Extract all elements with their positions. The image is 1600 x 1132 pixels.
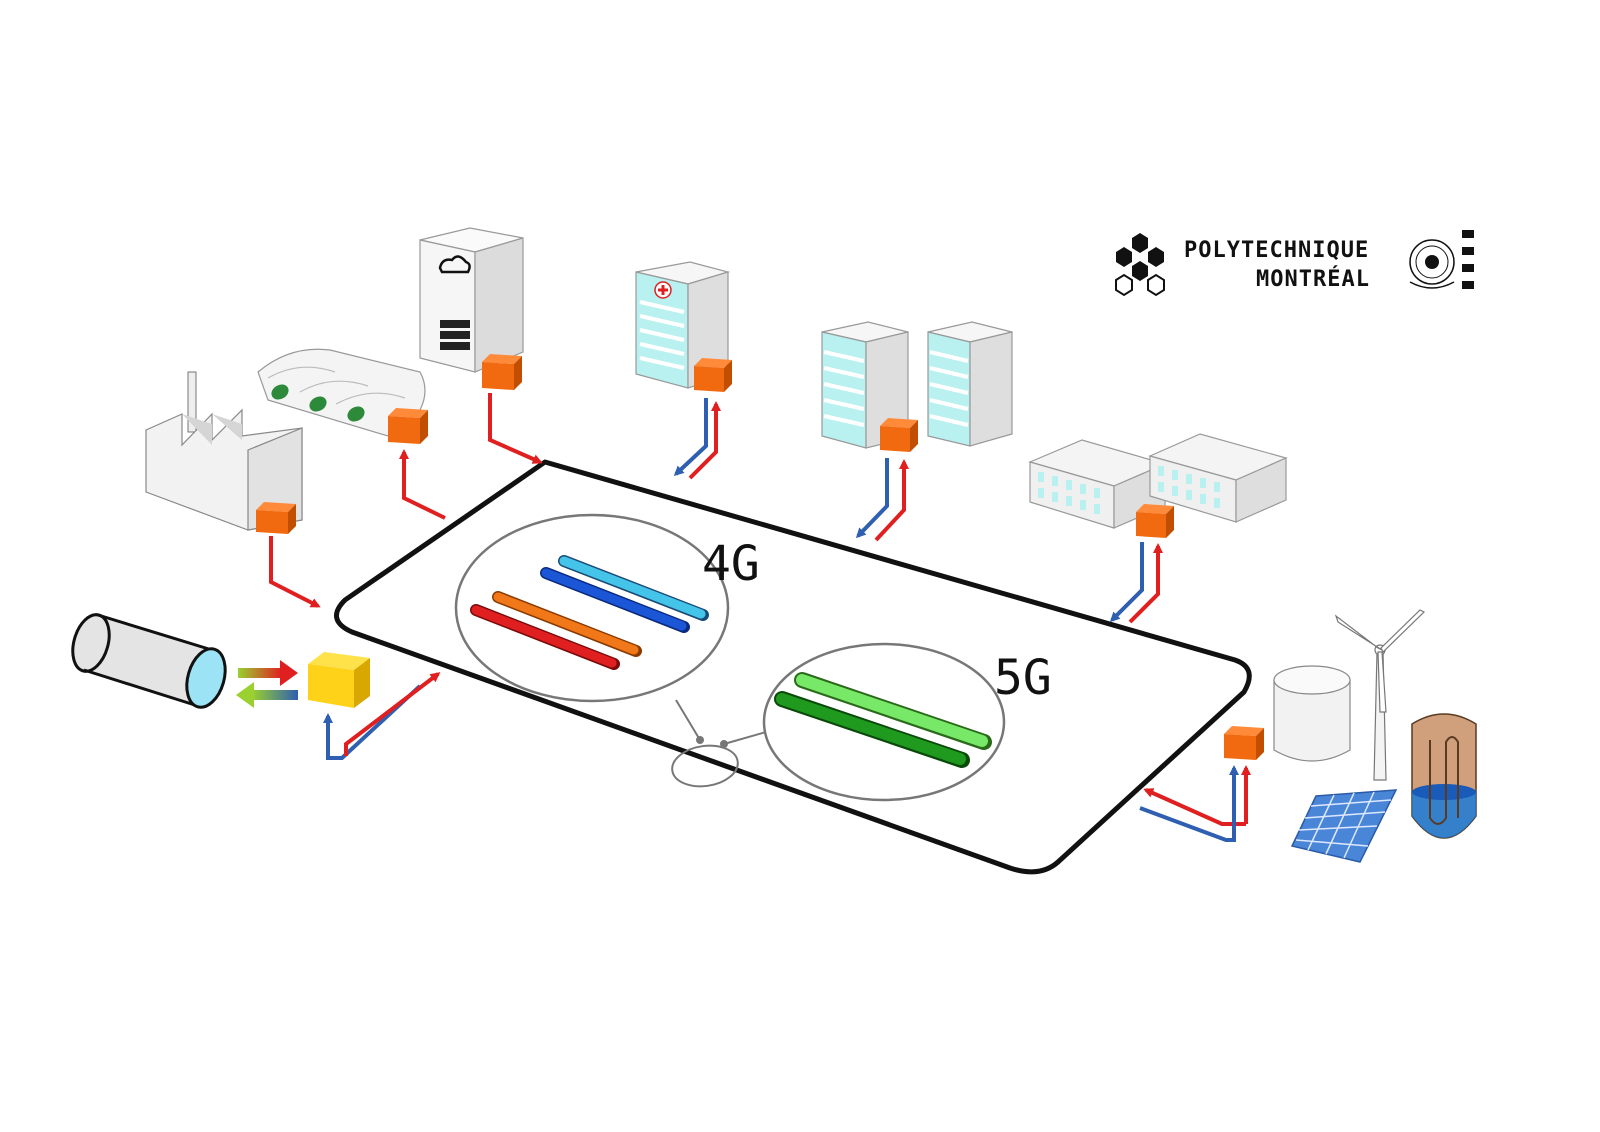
logo-hexagons-icon <box>1115 233 1165 297</box>
storage-tank-icon <box>1273 665 1351 762</box>
office-tower-icon <box>821 321 1013 449</box>
substation-residential <box>1136 504 1174 538</box>
substation-greenhouse <box>388 408 428 444</box>
central-plant-unit <box>308 652 370 708</box>
wind-turbine-icon <box>1334 609 1426 781</box>
greenhouse-icon <box>257 348 426 437</box>
substation-office <box>880 418 918 452</box>
borehole-icon <box>1411 713 1477 839</box>
data-center-icon <box>419 227 524 373</box>
4g-network-bubble <box>454 513 730 703</box>
logo-line1: POLYTECHNIQUE <box>1184 238 1369 263</box>
label-5g: 5G <box>994 650 1052 706</box>
logo-seal-icon <box>1409 239 1455 289</box>
substation-factory <box>256 502 296 534</box>
substation-icons <box>256 354 1264 760</box>
substation-hospital <box>694 358 732 392</box>
hospital-icon <box>635 261 731 389</box>
logo-line2: MONTRÉAL <box>1256 266 1370 292</box>
flow-arrows <box>269 393 1251 842</box>
polytechnique-logo: POLYTECHNIQUE MONTRÉAL <box>1115 230 1474 297</box>
substation-datacenter <box>482 354 522 390</box>
central-exchange-arrows <box>236 660 298 708</box>
network-loop <box>334 459 1252 875</box>
logo-bars-icon <box>1462 230 1474 289</box>
5g-network-bubble <box>762 642 1006 802</box>
residential-block-icon <box>1028 433 1288 529</box>
substation-renewables <box>1224 726 1264 760</box>
label-4g: 4G <box>702 536 760 592</box>
solar-panel-icon <box>1290 789 1398 863</box>
tunnel-pipe-icon <box>71 613 227 709</box>
